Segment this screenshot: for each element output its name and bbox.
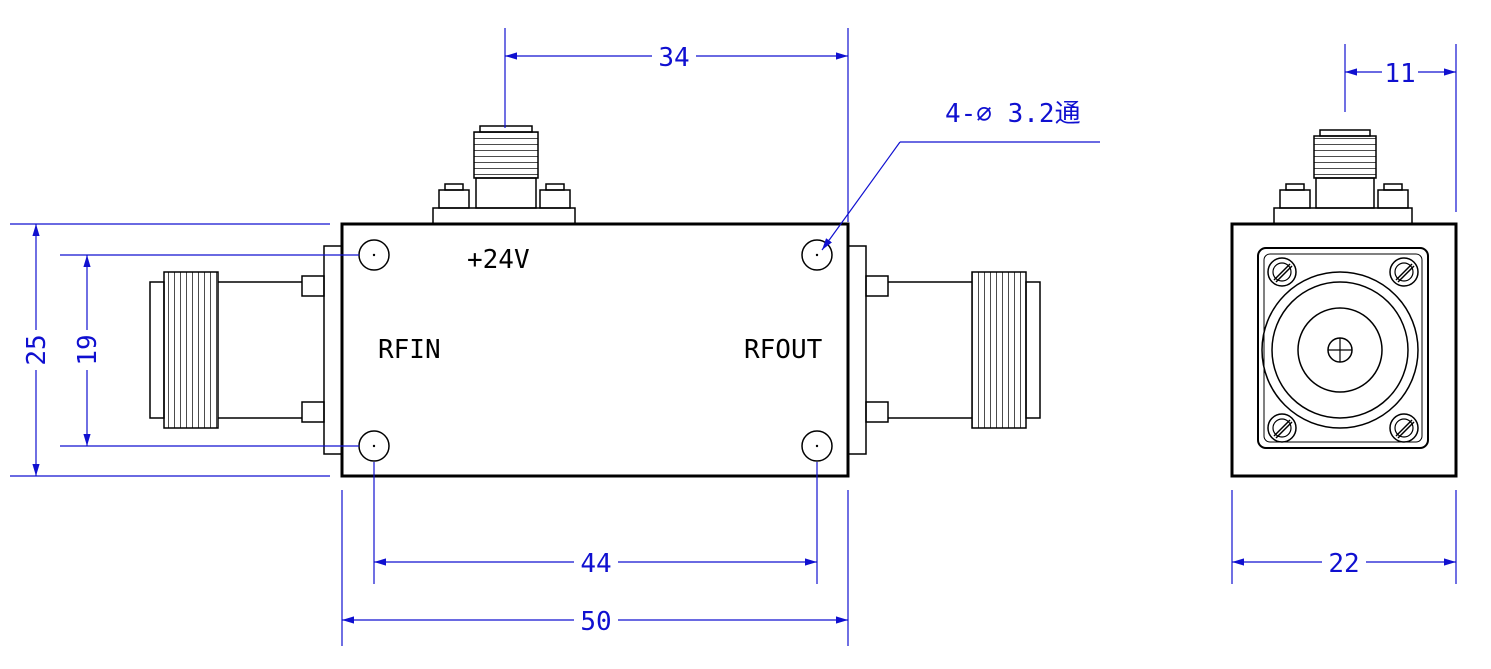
power-label: +24V bbox=[467, 245, 530, 275]
svg-text:19: 19 bbox=[73, 334, 103, 365]
dimension-50: 50 bbox=[341, 490, 849, 646]
dimension-44: 44 bbox=[373, 462, 818, 584]
dimension-11: 11 bbox=[1344, 44, 1457, 212]
hole-note: 4-⌀ 3.2通 bbox=[945, 99, 1081, 129]
svg-text:25: 25 bbox=[22, 334, 52, 365]
flange-screw bbox=[1267, 257, 1297, 287]
flange-screw bbox=[1389, 413, 1419, 443]
front-view: +24V RFIN RFOUT 4-⌀ 3.2通 34 25 bbox=[10, 28, 1100, 646]
mounting-hole-top-right bbox=[801, 239, 833, 271]
rf-in-label: RFIN bbox=[378, 335, 441, 365]
dimension-34: 34 bbox=[504, 28, 849, 222]
svg-text:50: 50 bbox=[580, 607, 611, 637]
n-connector-face bbox=[1257, 247, 1429, 449]
svg-text:34: 34 bbox=[658, 43, 689, 73]
flange-screw bbox=[1267, 413, 1297, 443]
dimension-22: 22 bbox=[1231, 490, 1457, 584]
rf-out-label: RFOUT bbox=[744, 335, 823, 365]
svg-text:44: 44 bbox=[580, 549, 611, 579]
svg-text:11: 11 bbox=[1384, 59, 1415, 89]
dimension-19: 19 bbox=[60, 254, 359, 447]
hole-note-leader: 4-⌀ 3.2通 bbox=[821, 99, 1100, 251]
svg-text:22: 22 bbox=[1328, 549, 1359, 579]
left-n-connector bbox=[149, 245, 343, 455]
flange-screw bbox=[1389, 257, 1419, 287]
mounting-hole-bottom-right bbox=[801, 430, 833, 462]
top-sma-connector bbox=[432, 125, 576, 225]
right-n-connector bbox=[847, 245, 1041, 455]
side-sma-connector bbox=[1273, 129, 1413, 225]
side-view: 11 22 bbox=[1230, 44, 1458, 584]
dimension-25: 25 bbox=[10, 223, 330, 477]
